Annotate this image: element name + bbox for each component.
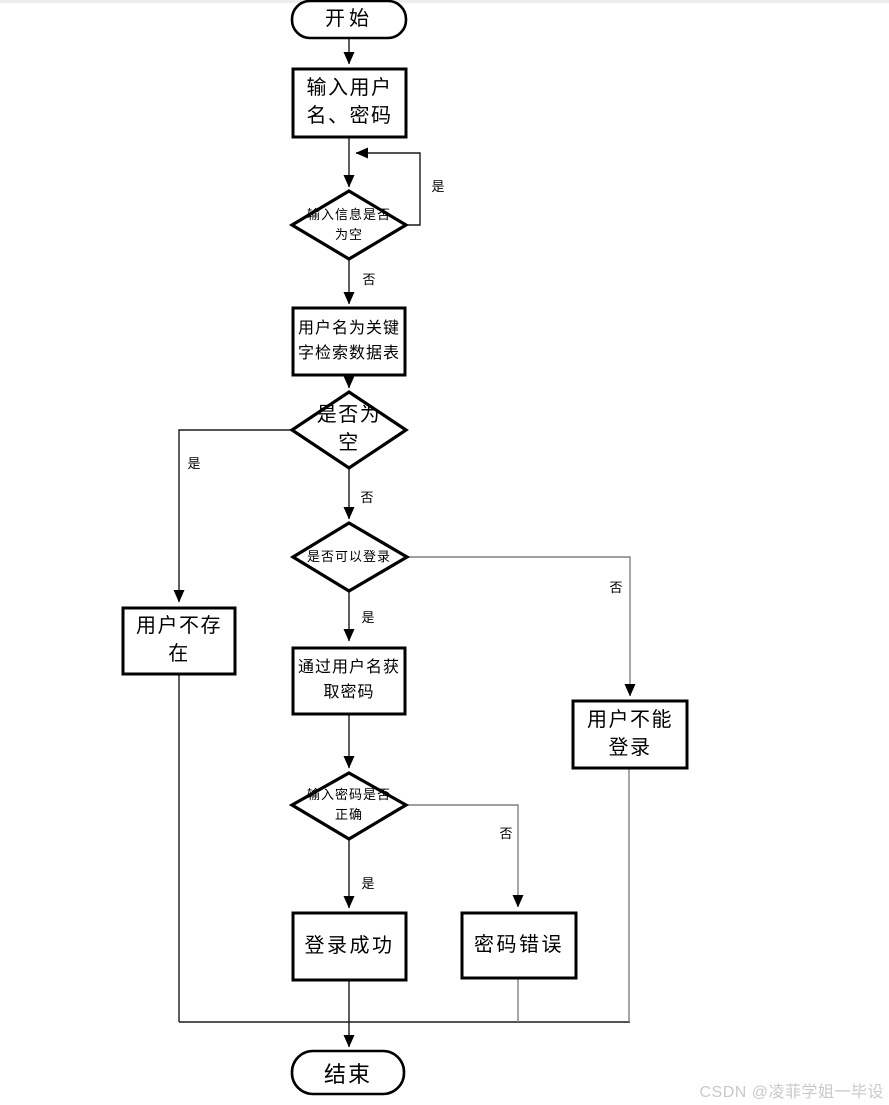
user-not-exist-shape bbox=[121, 606, 237, 676]
login-success-shape bbox=[291, 911, 408, 982]
edge-canlogin-no-to-cannotlogin bbox=[407, 556, 636, 697]
check-input-empty-diamond bbox=[288, 189, 410, 261]
get-password-shape bbox=[291, 646, 407, 716]
edge-resultempty-yes-to-usernotexist bbox=[173, 429, 292, 603]
top-band-divider bbox=[0, 0, 889, 3]
result-empty-diamond bbox=[289, 390, 409, 470]
start-terminator-shape bbox=[290, 0, 408, 40]
input-credentials-shape bbox=[291, 67, 408, 139]
cannot-login-shape bbox=[571, 699, 689, 770]
edge-checkempty-yes-loop bbox=[355, 147, 421, 226]
edge-passwordcorrect-no-to-passworderror bbox=[406, 804, 524, 908]
password-error-shape bbox=[460, 911, 578, 980]
csdn-watermark: CSDN @凌菲学姐一毕设 bbox=[699, 1084, 884, 1101]
end-terminator-shape bbox=[290, 1049, 406, 1096]
can-login-diamond bbox=[289, 521, 411, 593]
password-correct-diamond bbox=[288, 771, 410, 841]
search-table-shape bbox=[291, 306, 407, 377]
